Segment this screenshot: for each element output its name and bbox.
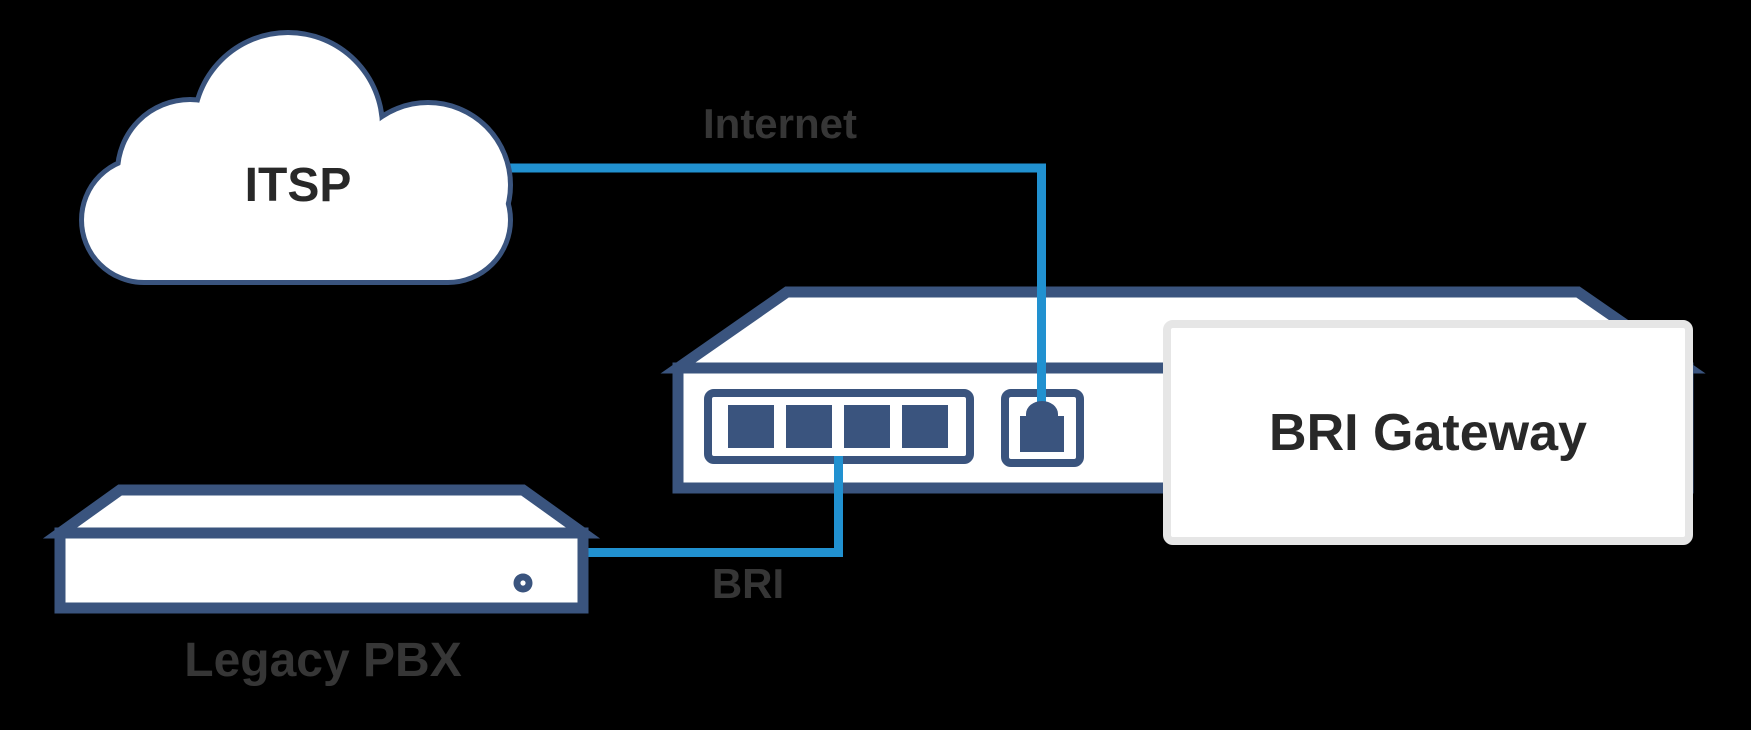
bri-link-label: BRI [711, 560, 785, 607]
cloud-fill-pass [84, 35, 508, 280]
internet-connection-line [472, 163, 1046, 407]
pbx-top-face [42, 484, 601, 539]
internet-link-label: Internet [702, 100, 858, 147]
pbx-led-dot [520, 580, 526, 586]
legacy-pbx-label: Legacy PBX [184, 634, 462, 687]
pbx-front-face [54, 527, 589, 614]
itsp-cloud-shape [79, 30, 513, 285]
bri-port-2 [786, 405, 832, 448]
bri-port-3 [844, 405, 890, 448]
rj45-jack-icon [1020, 401, 1064, 452]
bri-gateway-callout-box: BRI Gateway [1163, 320, 1693, 545]
bri-gateway-label: BRI Gateway [1269, 403, 1587, 462]
itsp-cloud-label: ITSP [244, 159, 352, 212]
legacy-pbx-device [42, 484, 601, 614]
bri-port-squares [728, 405, 948, 448]
bri-connection-line [578, 456, 843, 557]
bri-port-4 [902, 405, 948, 448]
bri-port-1 [728, 405, 774, 448]
